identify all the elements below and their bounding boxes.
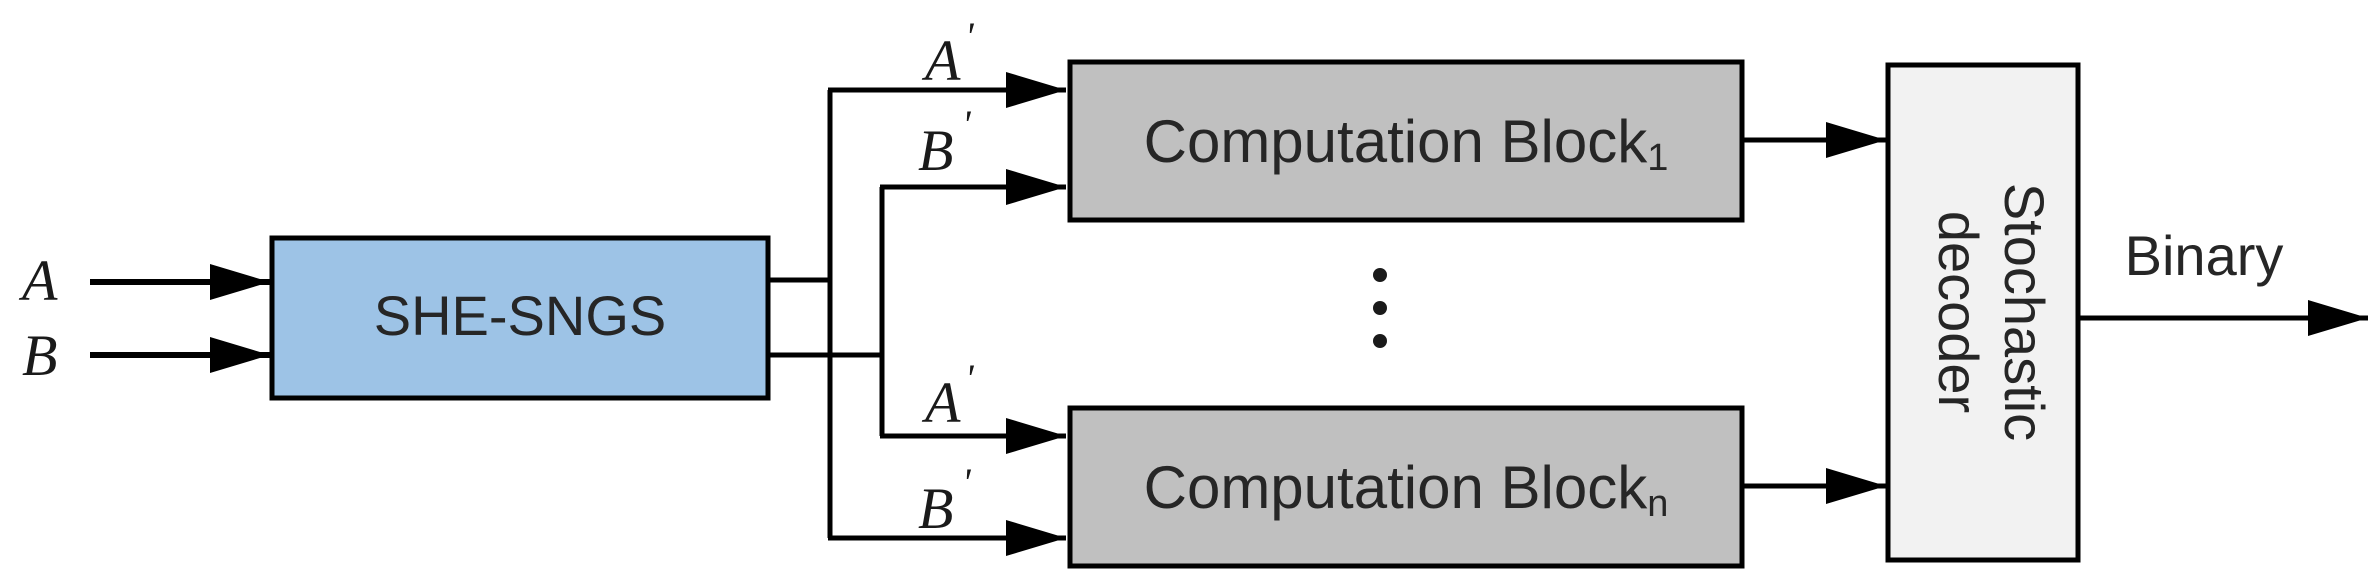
she-sngs-label: SHE-SNGS xyxy=(374,284,667,347)
branch-label-top-b: B ' xyxy=(918,102,972,183)
svg-text:B: B xyxy=(918,118,953,183)
computation-block-1 xyxy=(1067,59,1745,223)
svg-text:B: B xyxy=(918,476,953,541)
computation-block-n-label: Computation Blockn xyxy=(1144,454,1669,525)
svg-text:Stochastic: Stochastic xyxy=(1993,183,2056,441)
branch-label-bottom-b: B ' xyxy=(918,460,972,541)
input-a-label: A xyxy=(18,248,58,313)
computation-block-n xyxy=(1067,405,1745,569)
fanout-wires xyxy=(768,90,885,538)
stochastic-decoder-block xyxy=(1885,62,2081,563)
stochastic-decoder-label: Stochastic decoder xyxy=(1927,183,2056,441)
svg-text:A: A xyxy=(921,370,961,435)
vertical-ellipsis xyxy=(1373,268,1387,348)
svg-text:decoder: decoder xyxy=(1927,211,1990,413)
computation-block-1-label: Computation Block1 xyxy=(1144,108,1669,179)
svg-text:A: A xyxy=(921,28,961,93)
svg-text:': ' xyxy=(962,102,972,147)
branch-label-bottom-a: A ' xyxy=(921,356,975,435)
input-b-label: B xyxy=(22,323,57,388)
branch-label-top-a: A ' xyxy=(921,14,975,93)
she-sngs-block xyxy=(269,235,771,401)
svg-text:': ' xyxy=(962,460,972,505)
svg-text:': ' xyxy=(965,14,975,59)
binary-output-label: Binary xyxy=(2125,224,2284,287)
svg-text:': ' xyxy=(965,356,975,401)
